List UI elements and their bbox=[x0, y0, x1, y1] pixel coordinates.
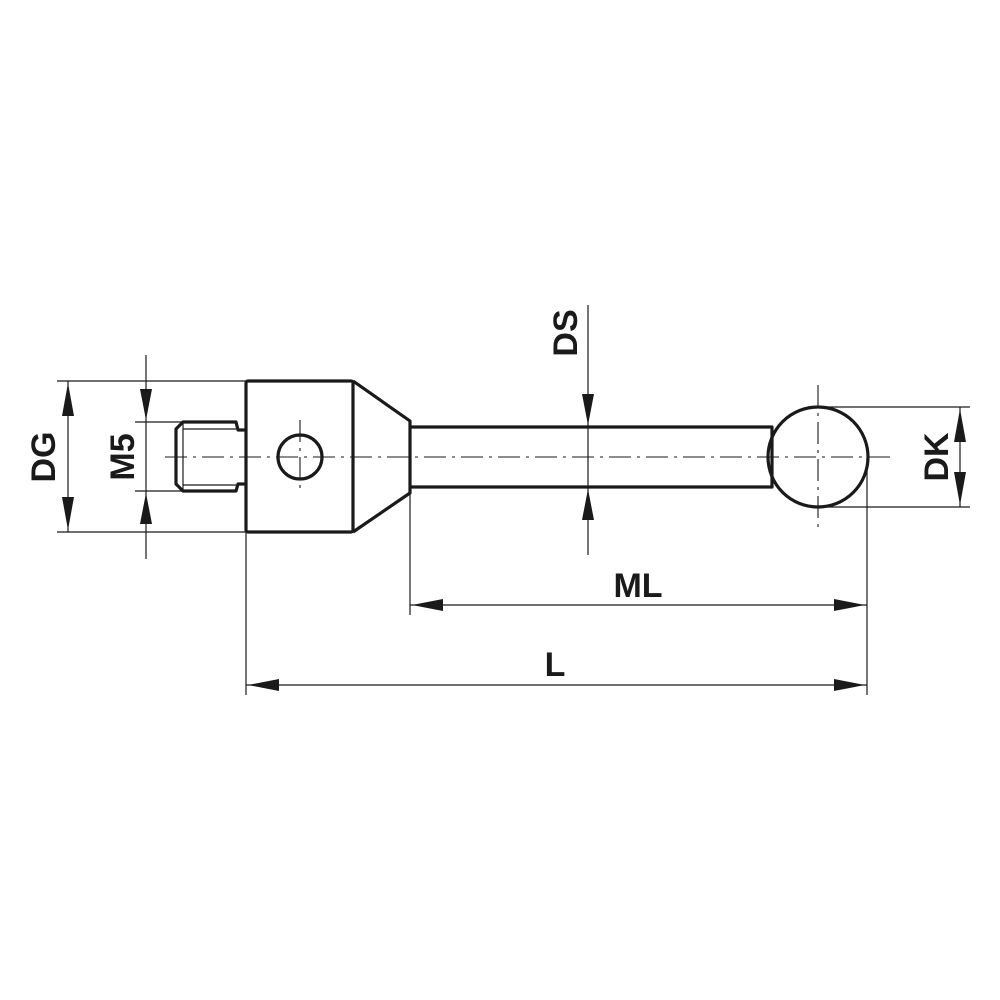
arrow-up-icon bbox=[954, 409, 966, 442]
dimension-dk: DK bbox=[818, 406, 970, 508]
arrow-up-icon bbox=[582, 489, 594, 520]
dimension-label-m5: M5 bbox=[104, 433, 142, 480]
arrow-down-icon bbox=[140, 389, 152, 420]
dimension-dg: DG bbox=[25, 380, 246, 533]
body-cylinder bbox=[244, 379, 355, 534]
arrow-left-icon bbox=[248, 679, 279, 691]
dimension-label-ds: DS bbox=[547, 309, 585, 356]
dimension-m5: M5 bbox=[104, 355, 183, 559]
dimension-l: L bbox=[246, 646, 867, 691]
arrow-right-icon bbox=[834, 679, 865, 691]
dimension-label-dg: DG bbox=[25, 432, 63, 483]
dimension-ds: DS bbox=[547, 305, 594, 555]
arrow-up-icon bbox=[140, 493, 152, 524]
arrow-down-icon bbox=[582, 394, 594, 425]
arrow-right-icon bbox=[834, 599, 865, 611]
arrow-up-icon bbox=[62, 383, 74, 416]
dimension-label-ml: ML bbox=[613, 567, 662, 605]
dimension-label-l: L bbox=[545, 646, 566, 684]
arrow-down-icon bbox=[62, 497, 74, 530]
cone-transition bbox=[352, 379, 412, 534]
dimension-label-dk: DK bbox=[918, 432, 956, 482]
arrow-left-icon bbox=[412, 599, 443, 611]
arrow-down-icon bbox=[954, 472, 966, 505]
dimension-ml: ML bbox=[410, 567, 867, 611]
